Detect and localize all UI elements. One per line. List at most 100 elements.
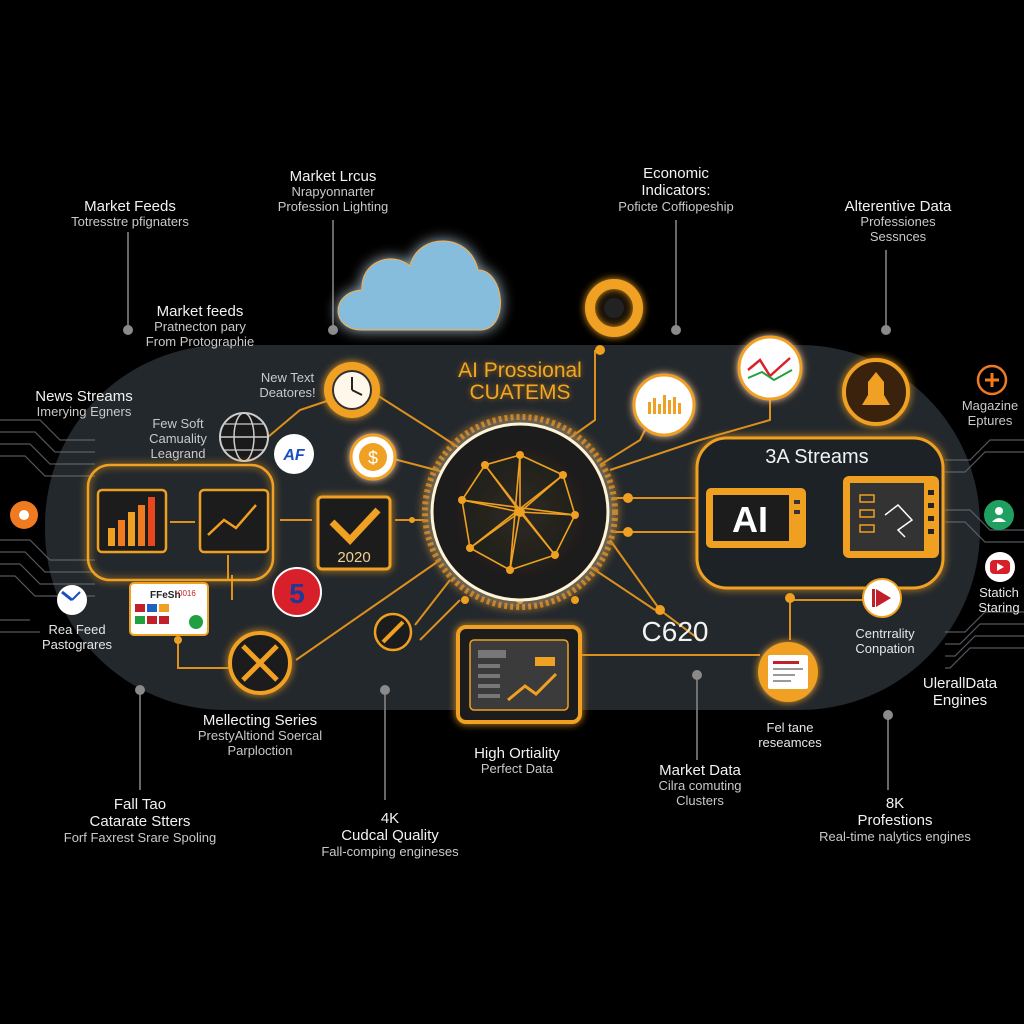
right-panel-title: 3A Streams [747,446,887,469]
connection-lines [170,350,870,669]
bar-chart-icon [96,488,168,554]
label-centrality: Centrrality Conpation [830,626,940,657]
center-title: AI Prossional CUATEMS [420,359,620,405]
label-new-text: New Text Deatores! [240,370,335,401]
dollar-text: $ [368,448,378,468]
bar-circle-icon [632,373,696,437]
ai-text: AI [732,499,768,540]
label-line: Magazine [961,398,1019,413]
af-badge: AF [274,434,314,474]
label-line: Statich [979,585,1019,600]
label-line: UlerallData [922,675,998,692]
label-line: Rea Feed [48,622,106,637]
label-title: Mellecting Series [202,712,318,729]
label-title: Market Lrcus [289,168,377,185]
label-title: Economic [643,165,709,182]
trophy-icon [842,358,910,426]
label-sub: Nrapyonnarter [291,184,375,200]
label-title: Alterentive Data [844,198,952,215]
clock-icon [324,362,380,418]
tools-icon [228,631,292,695]
label-economic: Economic Indicators: Poficte Coffiopeshi… [596,165,756,214]
label-alternative: Alterentive Data Professiones Sessnces [818,198,978,245]
leader-lines [127,220,889,800]
trend-circle-icon [737,335,803,401]
fresh-tag-text: 0016 [178,589,196,598]
label-magazine: Magazine Eptures [950,398,1024,429]
label-line: Catarate Stters [89,813,191,831]
wrench-icon [373,612,413,652]
label-sub: Professiones [860,214,936,230]
donut-icon [585,279,643,337]
label-market-data: Market Data Cilra comuting Clusters [620,762,780,809]
af-text: AF [282,447,306,464]
label-title: Market feeds [156,303,244,320]
label-sub: From Protographie [145,334,255,350]
network-hub-icon [422,414,618,610]
label-sub: Imerying Egners [36,404,132,420]
label-sub: Parploction [227,743,293,759]
label-title: News Streams [35,388,133,405]
line-chart-icon [198,488,270,554]
label-4k: 4K Cudcal Quality Fall-comping engineses [300,810,480,859]
dollar-icon: $ [349,433,397,481]
label-market-lrcus: Market Lrcus Nrapyonnarter Profession Li… [253,168,413,215]
label-sub: Profession Lighting [277,199,389,215]
checkbox-icon: 2020 [316,495,392,571]
label-line: reseamces [758,734,822,750]
label-line: Fall Tao [113,796,167,813]
label-mellecting: Mellecting Series PrestyAltiond Soercal … [170,712,350,759]
label-line: New Text [260,370,315,385]
label-statich: Statich Staring [964,585,1024,616]
label-market-feeds-mid: Market feeds Pratnecton pary From Protog… [120,303,280,350]
label-sub: Real-time nalytics engines [819,828,971,844]
label-sub: Totresstre pfignaters [71,214,189,230]
label-sub: Pratnecton pary [154,319,246,335]
analytics-panel [456,625,582,724]
report-icon [758,642,818,702]
gauge-icon [57,585,87,615]
label-ulerall: UlerallData Engines [900,675,1020,710]
red-badge: 5 [272,567,322,617]
c620-text: C620 [641,616,709,647]
label-line: Pastograres [41,636,113,652]
label-market-feeds-top: Market Feeds Totresstre pfignaters [50,198,210,230]
left-circuit-traces [0,419,95,633]
label-title: Indicators: [641,182,711,200]
youtube-icon [985,552,1015,582]
label-sub: Poficte Coffiopeship [618,198,734,214]
play-icon [862,578,902,618]
label-few-soft: Few Soft Camuality Leagrand [128,416,228,462]
label-line: Conpation [855,640,915,656]
label-8k: 8K Profestions Real-time nalytics engine… [800,795,990,844]
label-line: 8K [885,795,905,812]
label-line: Eptures [967,412,1013,428]
leader-dots [123,325,893,720]
label-title: Market Feeds [84,198,176,215]
label-line: Fel tane [766,720,814,735]
label-line: Few Soft [152,416,204,431]
right-circuit-traces [945,439,1024,669]
label-rea-feed: Rea Feed Pastograres [22,622,132,653]
label-line: 4K [380,810,400,827]
label-sub: Perfect Data [480,761,554,777]
label-news-streams: News Streams Imerying Egners [14,388,154,420]
label-line: Leagrand [150,445,206,461]
node-screen-icon [843,476,939,558]
fresh-text: FFeSh [150,590,181,601]
2020-text: 2020 [337,549,370,566]
label-fel-tane: Fel tane reseamces [735,720,845,751]
label-line: Engines [932,692,988,710]
red-text: 5 [289,578,305,609]
cloud-icon [337,240,501,331]
label-sub: Cilra comuting [658,778,742,794]
user-icon [984,500,1014,530]
globe-icon [219,412,269,462]
orange-dot-icon [10,501,38,529]
left-panel-group [86,463,275,582]
label-c620: C620 [610,616,740,648]
center-title-line2: CUATEMS [469,381,571,405]
fresh-card: FFeSh 0016 [129,582,209,636]
label-line: Camuality [149,430,207,446]
